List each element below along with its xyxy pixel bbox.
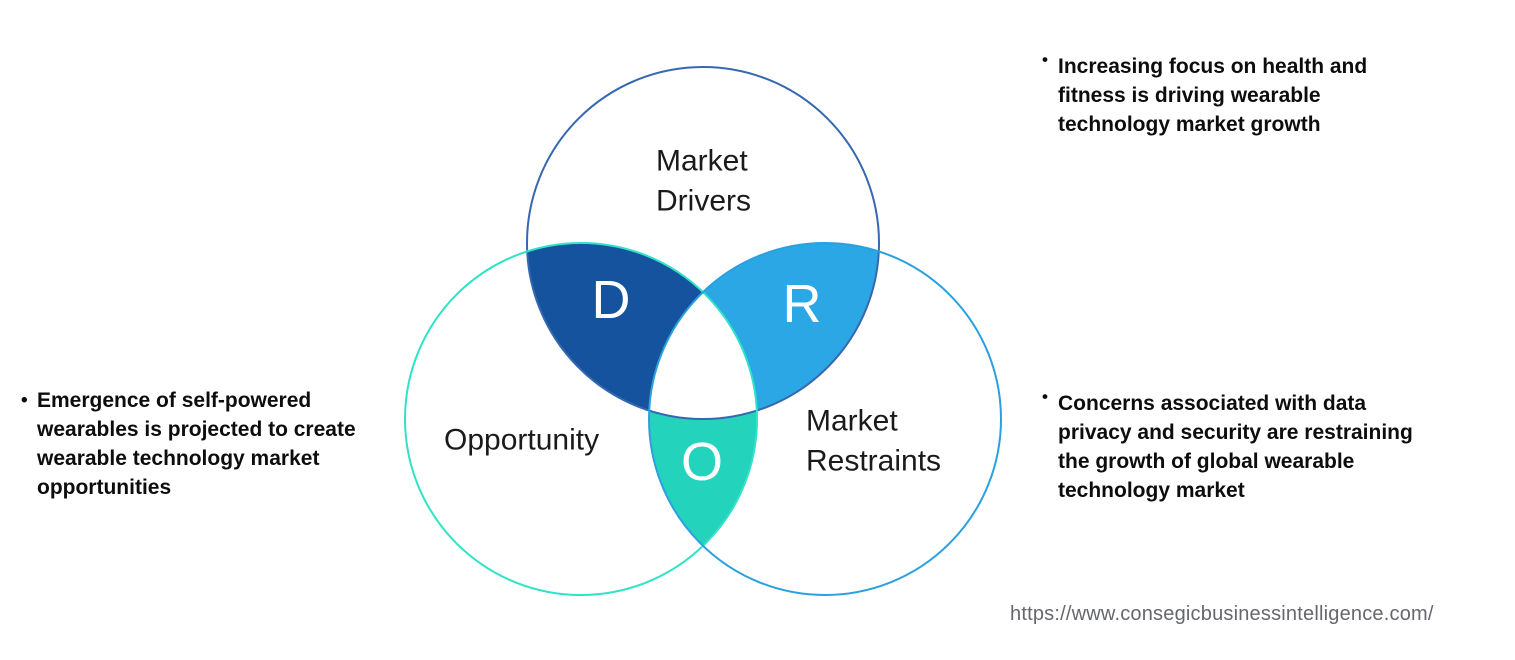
label-market-restraints-line1: Market — [806, 405, 898, 438]
source-url: https://www.consegicbusinessintelligence… — [1010, 603, 1434, 625]
letter-d: D — [592, 270, 631, 330]
bullet-icon: • — [1042, 50, 1048, 69]
label-market-drivers-line1: Market — [656, 145, 748, 178]
note-drivers: • Increasing focus on health and fitness… — [1042, 50, 1422, 139]
letter-o: O — [681, 432, 723, 492]
note-opportunity: • Emergence of self-powered wearables is… — [21, 386, 407, 502]
note-line: technology market — [1058, 479, 1245, 502]
venn-diagram: Market Drivers Opportunity Market Restra… — [404, 66, 1002, 596]
note-restraints: • Concerns associated with data privacy … — [1042, 387, 1472, 505]
note-line: wearable technology market — [37, 447, 320, 470]
note-line: privacy and security are restraining — [1058, 421, 1413, 444]
note-line: Emergence of self-powered — [37, 389, 312, 412]
intersection-r-region — [649, 243, 879, 419]
label-market-drivers-line2: Drivers — [656, 185, 751, 218]
label-opportunity: Opportunity — [444, 424, 599, 457]
note-line: technology market growth — [1058, 113, 1321, 136]
note-line: fitness is driving wearable — [1058, 84, 1321, 107]
circle-market-drivers — [526, 66, 880, 420]
circle-market-restraints — [648, 242, 1002, 596]
circle-opportunity — [404, 242, 758, 596]
note-line: the growth of global wearable — [1058, 450, 1355, 473]
note-line: opportunities — [37, 476, 172, 499]
note-line: Concerns associated with data — [1058, 392, 1367, 415]
note-line: Increasing focus on health and — [1058, 55, 1368, 78]
bullet-icon: • — [1042, 387, 1048, 406]
intersection-d-region — [527, 243, 757, 419]
label-market-restraints-line2: Restraints — [806, 445, 941, 478]
bullet-icon: • — [21, 390, 28, 411]
note-line: wearables is projected to create — [37, 418, 356, 441]
note-restraints-text: Concerns associated with data privacy an… — [1058, 389, 1472, 505]
letter-r: R — [783, 274, 822, 334]
note-drivers-text: Increasing focus on health and fitness i… — [1058, 52, 1422, 139]
note-opportunity-text: Emergence of self-powered wearables is p… — [37, 386, 407, 502]
